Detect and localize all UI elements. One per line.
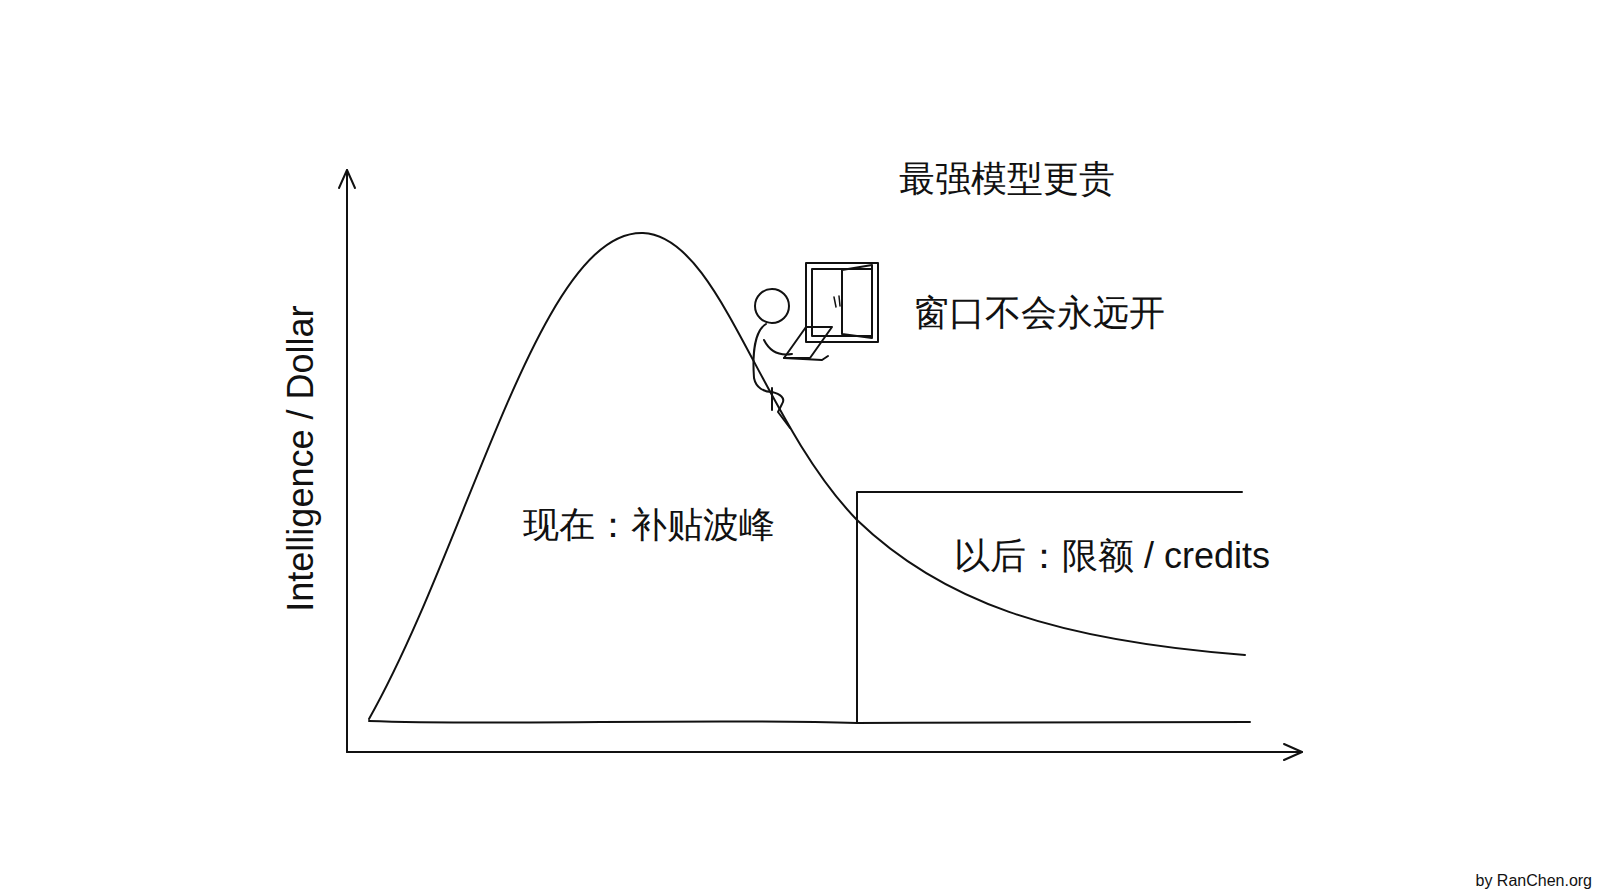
region-label: 现在：补贴波峰: [523, 503, 775, 546]
x-axis: [347, 751, 1302, 753]
person-body: [754, 324, 773, 392]
y-axis: [346, 170, 348, 752]
window-wind: [834, 296, 840, 307]
window-note: 窗口不会永远开: [913, 291, 1165, 334]
x-axis-arrow: [1284, 744, 1302, 760]
person-leg: [772, 392, 790, 428]
y-axis-arrow: [339, 170, 355, 188]
laptop-base: [784, 356, 828, 360]
laptop-screen: [784, 327, 832, 358]
axis-label: Intelligence / Dollar: [279, 306, 322, 612]
heading-note: 最强模型更贵: [899, 157, 1115, 200]
watermark: by RanChen.org: [1475, 871, 1592, 890]
person-leg-back: [771, 388, 773, 410]
subsidy-curve: [369, 233, 1245, 719]
window-door: [842, 265, 872, 338]
baseline: [369, 721, 1250, 723]
person-head: [755, 289, 789, 323]
quota-step: [857, 492, 1242, 723]
window-frame: [806, 263, 878, 342]
region-label: 以后：限额 / credits: [954, 534, 1270, 577]
